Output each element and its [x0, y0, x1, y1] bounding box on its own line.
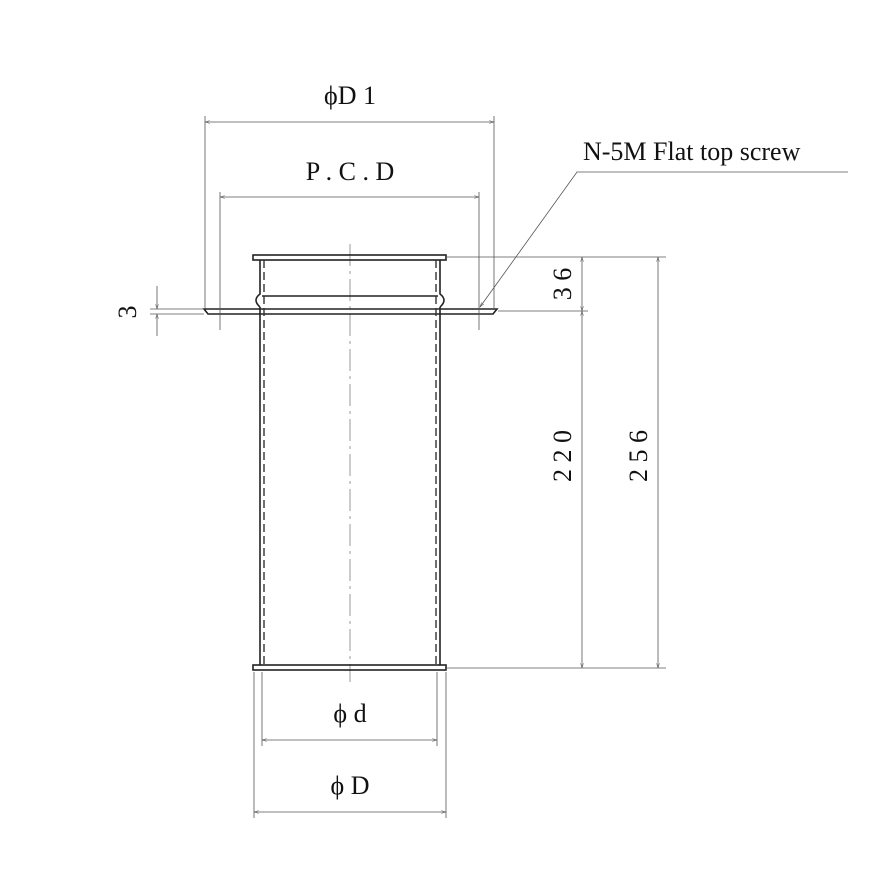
flange-thickness-label: 3 — [113, 306, 142, 319]
outer-diameter-label: ϕ D — [331, 771, 370, 800]
pcd-label: P . C . D — [306, 157, 395, 186]
top-height-label: 3 6 — [548, 268, 577, 301]
flange-diameter-label: ϕD 1 — [324, 81, 376, 110]
dimension-outer-diameter: ϕ D — [253, 672, 447, 818]
screw-leader: N-5M Flat top screw — [479, 137, 848, 308]
total-length-label: 2 5 6 — [624, 430, 653, 482]
body-length-label: 2 2 0 — [548, 430, 577, 482]
inner-diameter-label: ϕ d — [333, 699, 366, 728]
dimension-flange-diameter: ϕD 1 — [204, 81, 495, 309]
dimension-heights: 3 6 2 2 0 2 5 6 — [446, 256, 666, 669]
screw-note: N-5M Flat top screw — [583, 137, 801, 166]
dimension-pcd: P . C . D — [219, 157, 480, 330]
dimension-inner-diameter: ϕ d — [261, 672, 438, 746]
pipe-body — [202, 254, 499, 671]
dimension-flange-thickness: 3 — [113, 286, 204, 336]
